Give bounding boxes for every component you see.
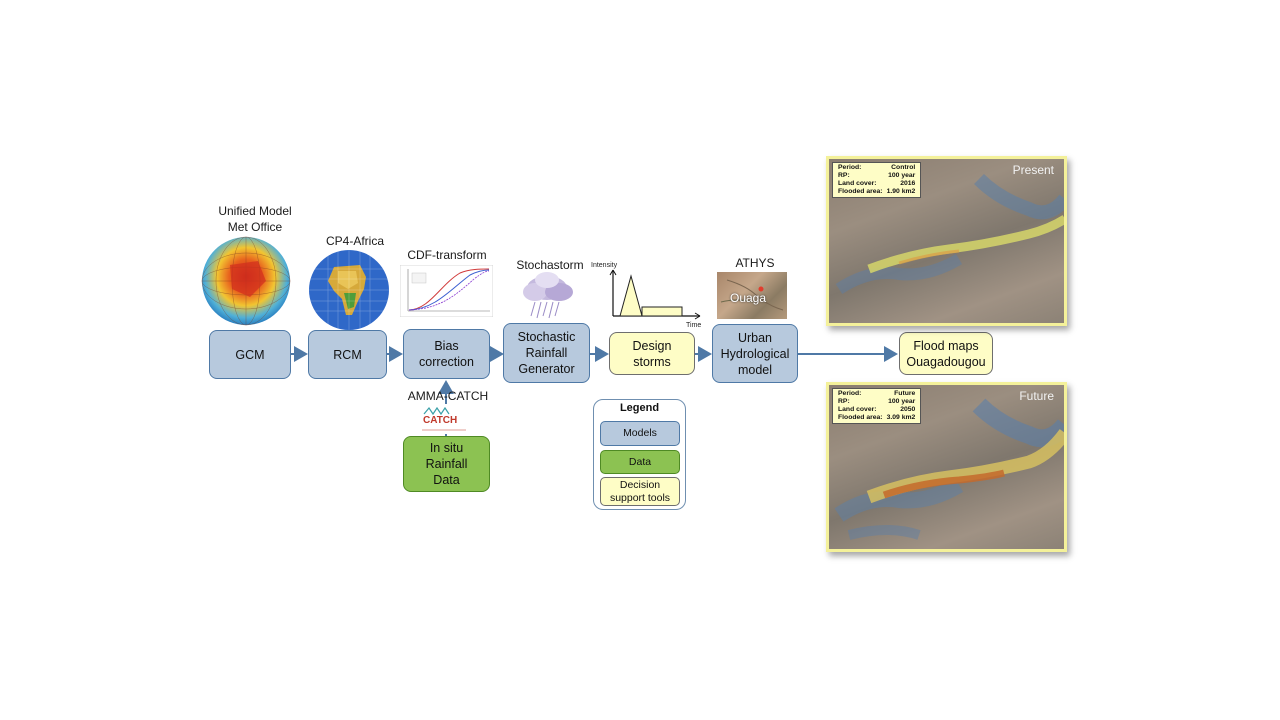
amma-logo-text: CATCH	[423, 415, 458, 426]
stochastorm-caption: Stochastorm	[516, 258, 584, 272]
present-row-label: Period:	[838, 164, 862, 171]
future-row-value: 3.09 km2	[886, 414, 916, 421]
legend-data: Data	[600, 450, 680, 474]
in-situ-rainfall-data-box: In situ Rainfall Data	[403, 436, 490, 492]
present-map-info: Period: Control RP: 100 year Land cover: 20…	[832, 162, 922, 198]
athys-caption: ATHYS	[735, 256, 775, 270]
future-flood-map: Period: Future RP: 100 year Land cover: 205…	[826, 382, 1067, 552]
stochastorm-cloud-image	[523, 272, 573, 319]
future-row-value: 100 year	[888, 398, 916, 405]
time-axis-label: Time	[686, 322, 701, 329]
future-row-label: Flooded area:	[838, 414, 883, 421]
amma-caption: AMMA-CATCH	[407, 389, 489, 403]
legend-title: Legend	[619, 402, 660, 414]
legend-decision-support-tools: Decision support tools	[600, 477, 680, 506]
bias-correction-box: Bias correction	[403, 329, 490, 379]
future-row-value: 2050	[900, 406, 916, 413]
ouaga-label: Ouaga	[730, 291, 767, 305]
future-row-value: Future	[894, 390, 916, 397]
urban-hydrological-model-box: Urban Hydrological model	[712, 324, 798, 383]
intensity-axis-label: Intensity	[591, 262, 618, 269]
legend: Legend Models Data Decision support tool…	[593, 399, 686, 510]
present-flood-map: Period: Control RP: 100 year Land cover: 20…	[826, 156, 1067, 326]
present-row-label: Land cover:	[838, 180, 877, 187]
present-row-label: Flooded area:	[838, 188, 883, 195]
present-row-value: Control	[891, 164, 916, 171]
gcm-box: GCM	[209, 330, 291, 379]
legend-models: Models	[600, 421, 680, 446]
future-map-label: Future	[1019, 389, 1054, 403]
amma-catch-logo: CATCH	[420, 404, 468, 434]
future-row-label: Land cover:	[838, 406, 877, 413]
cdf-caption: CDF-transform	[407, 248, 487, 262]
future-row-label: Period:	[838, 390, 862, 397]
present-map-label: Present	[1012, 163, 1054, 177]
athys-map-image: Ouaga	[717, 272, 787, 319]
present-row-value: 100 year	[888, 172, 916, 179]
unified-model-line1: Unified Model	[218, 204, 292, 218]
cp4-africa-globe-image	[308, 249, 390, 331]
unified-model-caption: Unified Model Met Office	[200, 203, 310, 235]
future-row-label: RP:	[838, 398, 850, 405]
stochastic-rainfall-generator-box: Stochastic Rainfall Generator	[503, 323, 590, 383]
future-map-info: Period: Future RP: 100 year Land cover: 205…	[832, 388, 922, 424]
flood-maps-box: Flood maps Ouagadougou	[899, 332, 993, 375]
present-row-value: 2016	[900, 180, 916, 187]
design-storm-hyetograph-image: Intensity Time	[591, 262, 701, 329]
present-row-label: RP:	[838, 172, 850, 179]
cp4-caption: CP4-Africa	[325, 234, 384, 248]
rcm-box: RCM	[308, 330, 387, 379]
unified-model-line2: Met Office	[227, 220, 283, 234]
design-storms-box: Design storms	[609, 332, 695, 375]
unified-model-globe-image	[201, 236, 291, 326]
cdf-transform-plot-image	[400, 265, 493, 317]
present-row-value: 1.90 km2	[886, 188, 916, 195]
